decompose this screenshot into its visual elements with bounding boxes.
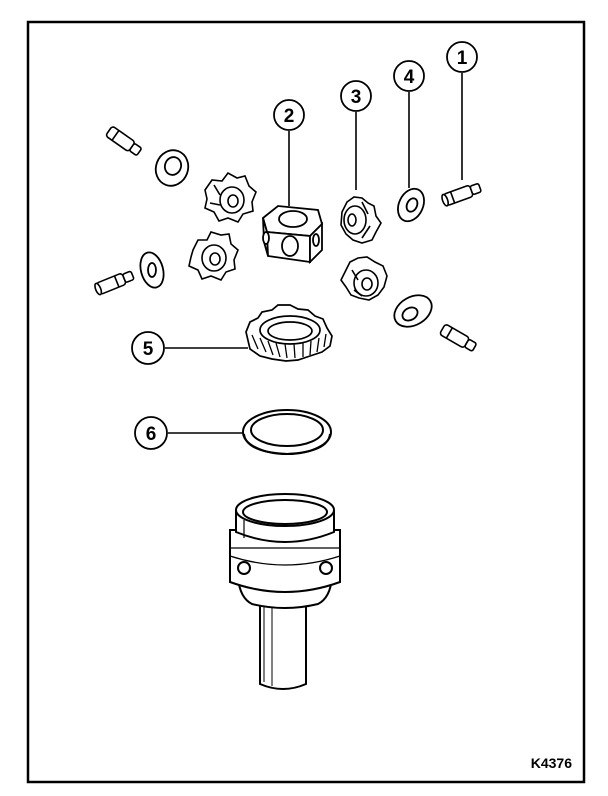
callout-3: 3 — [340, 80, 372, 112]
callout-4-label: 4 — [404, 67, 415, 88]
pin-mid-left — [94, 270, 135, 296]
planet-pinion-bottom-right — [340, 256, 388, 301]
planet-pinion-top-right — [340, 196, 382, 244]
callout-6: 6 — [134, 416, 168, 450]
thrust-washer-mid-left — [139, 251, 165, 289]
shim-washer — [242, 409, 332, 456]
diagram-frame — [26, 20, 586, 784]
callout-3-label: 3 — [351, 87, 362, 108]
differential-housing — [229, 493, 341, 690]
callout-5: 5 — [131, 331, 165, 365]
callout-1: 1 — [446, 41, 478, 73]
thrust-washer-bottom-right — [393, 294, 433, 328]
spider-block — [261, 205, 324, 265]
callout-6-label: 6 — [146, 424, 157, 445]
leader-lines — [165, 73, 463, 434]
pin-top-left — [105, 126, 142, 156]
pin-top-right — [441, 183, 482, 207]
callout-2-label: 2 — [284, 106, 295, 127]
figure-reference-code: K4376 — [531, 755, 572, 771]
pin-bottom-right — [439, 324, 477, 352]
thrust-washer-top-left — [154, 149, 190, 187]
planet-pinion-top-left — [204, 171, 257, 223]
callout-5-label: 5 — [143, 339, 154, 360]
callout-4: 4 — [393, 60, 425, 92]
callout-1-label: 1 — [457, 48, 468, 69]
thrust-washer-top-right — [397, 187, 425, 223]
planet-pinion-mid-left — [188, 231, 239, 281]
callout-2: 2 — [273, 99, 305, 131]
side-gear — [245, 304, 333, 362]
